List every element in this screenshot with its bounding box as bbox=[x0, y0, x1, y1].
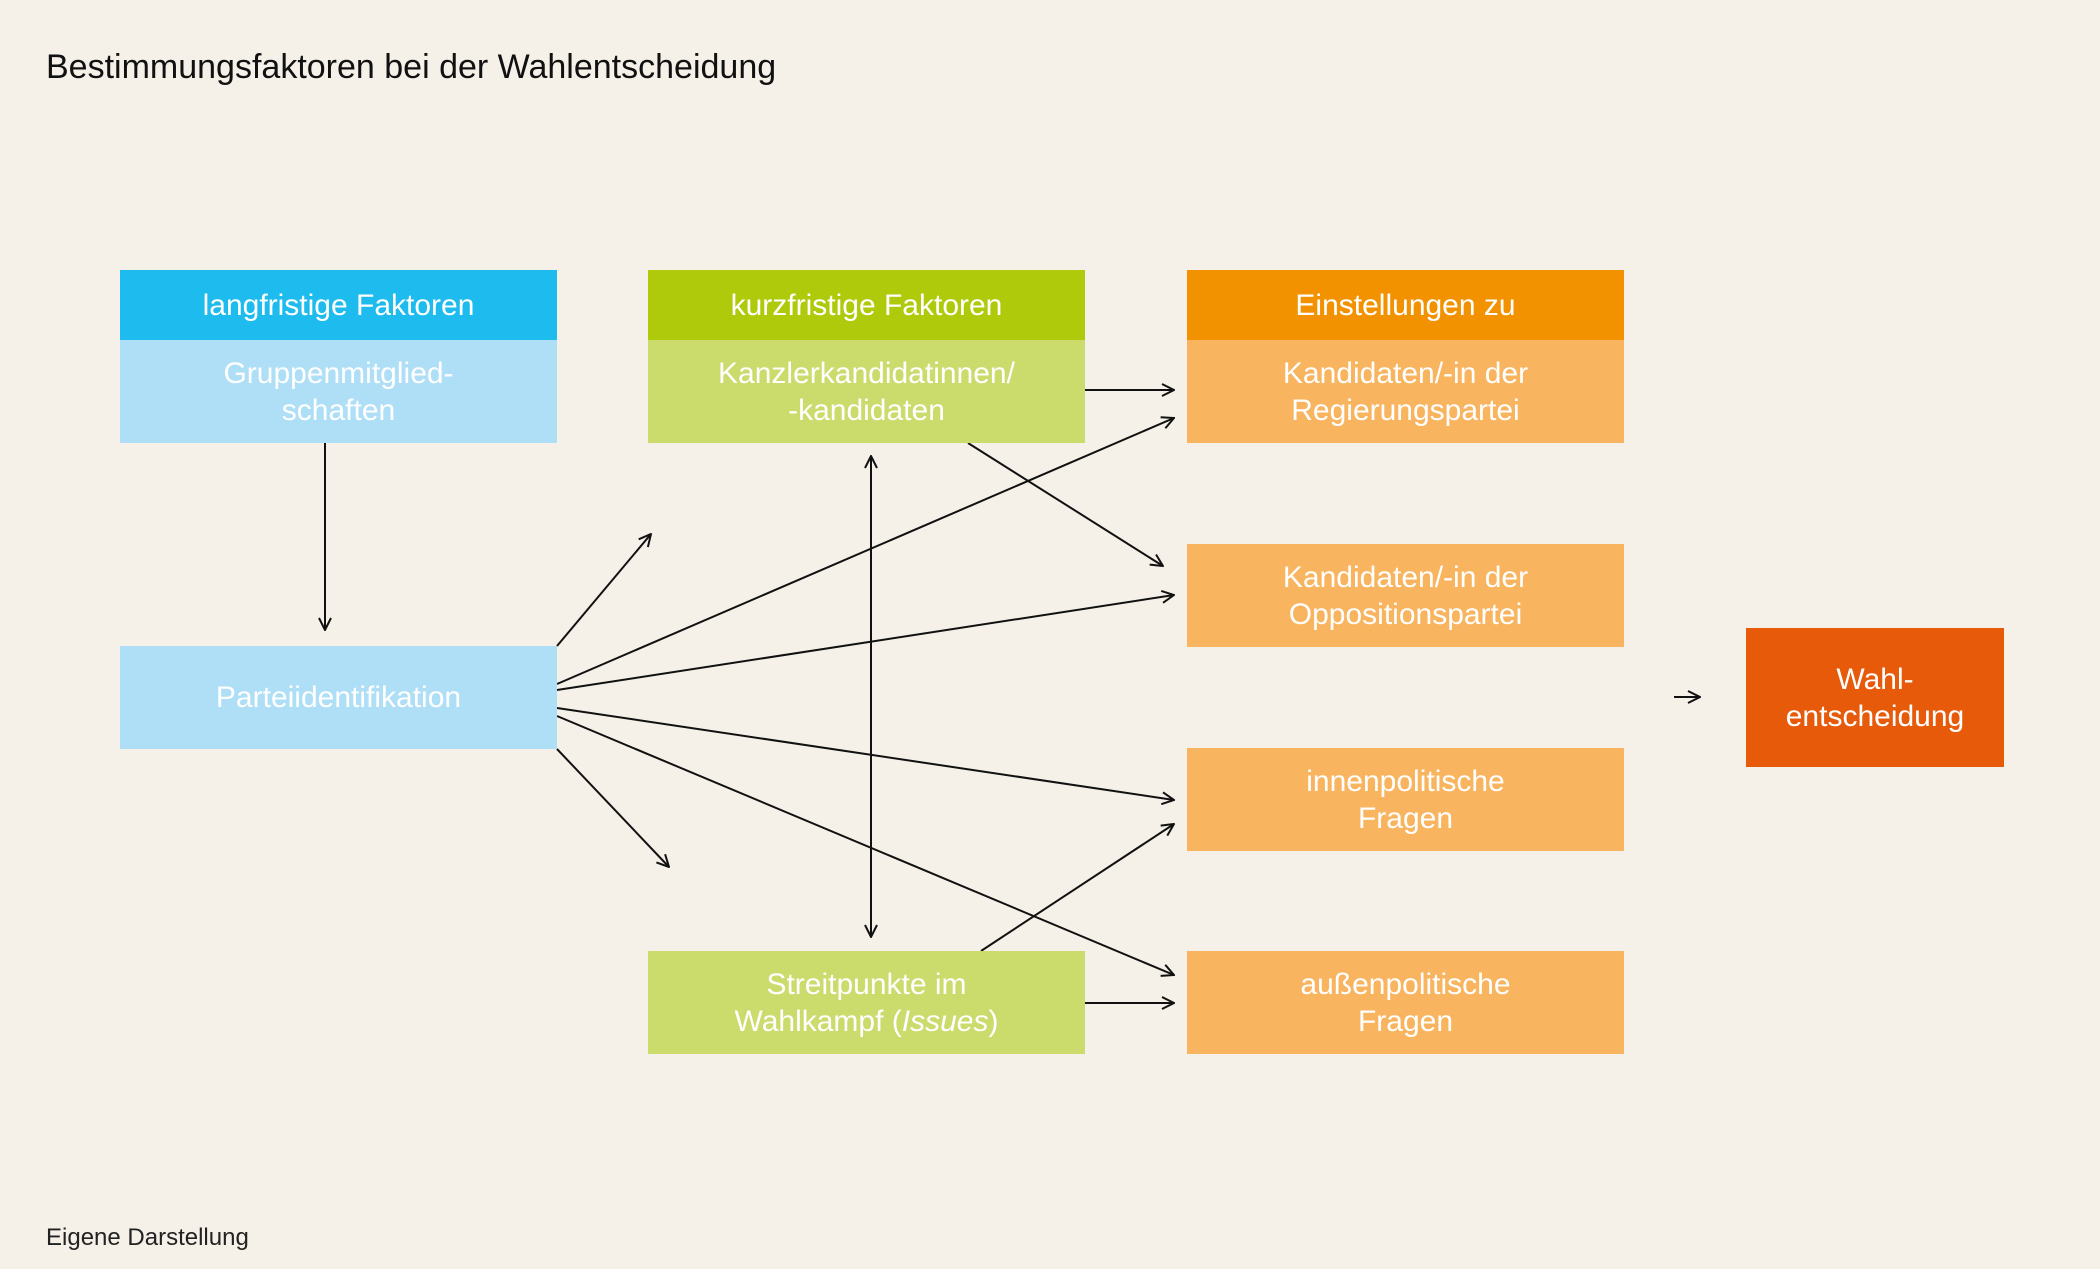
arrow-partei-to-kanzler bbox=[556, 534, 651, 647]
arrow-kanzler-to-opp bbox=[967, 442, 1163, 566]
box-gruppenmitgliedschaften: Gruppenmitglied- schaften bbox=[120, 340, 557, 443]
box-innenpolitische-fragen: innenpolitische Fragen bbox=[1187, 748, 1624, 851]
arrow-streit-to-innen bbox=[980, 824, 1174, 952]
arrow-partei-to-streit bbox=[556, 748, 669, 867]
page-title: Bestimmungsfaktoren bei der Wahlentschei… bbox=[46, 48, 777, 86]
box-wahlentscheidung: Wahl- entscheidung bbox=[1746, 628, 2004, 767]
header-einstellungen-zu: Einstellungen zu bbox=[1187, 270, 1624, 340]
box-aussenpolitische-fragen: außenpolitische Fragen bbox=[1187, 951, 1624, 1054]
arrow-partei-to-opp bbox=[556, 595, 1174, 691]
header-langfristige-faktoren: langfristige Faktoren bbox=[120, 270, 557, 340]
box-streitpunkte: Streitpunkte im Wahlkampf (Issues) bbox=[648, 951, 1085, 1054]
box-kandidaten-regierungspartei: Kandidaten/-in der Regierungspartei bbox=[1187, 340, 1624, 443]
box-parteiidentifikation: Parteiidentifikation bbox=[120, 646, 557, 749]
box-kanzlerkandidaten: Kanzlerkandidatinnen/ -kandidaten bbox=[648, 340, 1085, 443]
arrow-partei-to-reg bbox=[556, 418, 1174, 685]
source-note: Eigene Darstellung bbox=[46, 1224, 249, 1251]
box-kandidaten-oppositionspartei: Kandidaten/-in der Oppositionspartei bbox=[1187, 544, 1624, 647]
header-kurzfristige-faktoren: kurzfristige Faktoren bbox=[648, 270, 1085, 340]
